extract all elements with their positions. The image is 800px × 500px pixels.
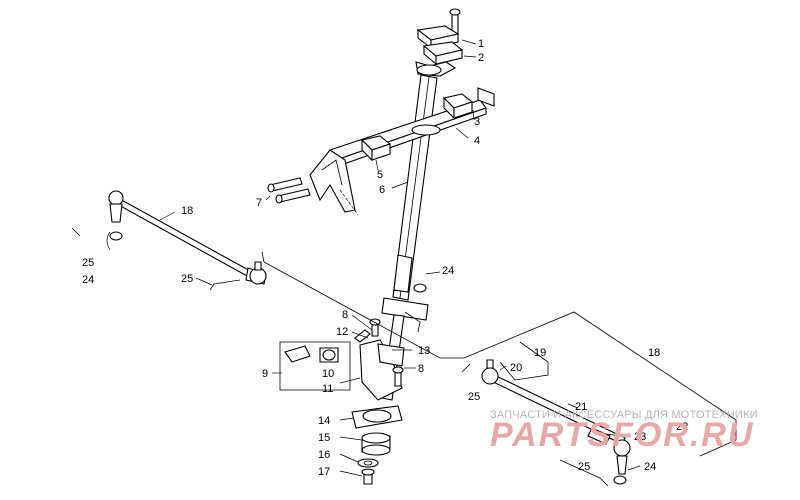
callout-22: 22: [676, 421, 688, 433]
callout-25-right-upper: 25: [468, 391, 480, 403]
callout-24-right: 24: [644, 461, 656, 473]
callout-18-right: 18: [648, 347, 660, 359]
right-tie-rod: [481, 359, 631, 485]
detail-frames: [261, 251, 737, 457]
callout-8-lower: 8: [418, 363, 424, 375]
bolts-part-7: [267, 177, 311, 204]
callout-11: 11: [322, 383, 333, 395]
upper-frame-bracket: [309, 87, 495, 216]
left-tie-rod: [108, 190, 267, 285]
callout-13: 13: [418, 345, 430, 357]
sensor-bracket: [279, 341, 351, 391]
callout-24-middle: 24: [442, 265, 454, 277]
lower-bearing-stack: [351, 405, 403, 485]
callout-2: 2: [478, 52, 484, 64]
cotter-pins-and-nuts: [71, 227, 609, 487]
callout-15: 15: [318, 432, 330, 444]
callout-21: 21: [575, 401, 587, 413]
callout-7: 7: [256, 197, 262, 209]
watermark-logo: PARTSFOR.RU: [490, 416, 754, 454]
callout-20: 20: [510, 362, 522, 374]
callout-labels: 1 2 3 4 5 6 7 8 8 9 10 11 12 13 14 15 16…: [82, 38, 688, 478]
callout-8-upper: 8: [342, 309, 348, 321]
callout-24-left: 24: [82, 274, 94, 286]
callout-25-right-lower: 25: [578, 461, 590, 473]
callout-17: 17: [318, 466, 330, 478]
callout-18-left: 18: [181, 205, 193, 217]
callout-14: 14: [318, 415, 330, 427]
callout-4: 4: [474, 135, 480, 147]
callout-3: 3: [474, 116, 480, 128]
handlebar-clamp: [415, 8, 464, 77]
watermark: ЗАПЧАСТИ И АКСЕССУАРЫ ДЛЯ МОТОТЕХНИКИ PA…: [490, 409, 758, 454]
callout-9: 9: [262, 368, 268, 380]
callout-25-left: 25: [82, 257, 94, 269]
callout-1: 1: [478, 38, 484, 50]
callout-23: 23: [634, 431, 646, 443]
callout-16: 16: [318, 449, 330, 461]
callout-25-middle: 25: [181, 273, 193, 285]
callout-6: 6: [379, 184, 385, 196]
callout-12: 12: [336, 326, 348, 338]
callout-19: 19: [534, 347, 546, 359]
watermark-caption: ЗАПЧАСТИ И АКСЕССУАРЫ ДЛЯ МОТОТЕХНИКИ: [490, 409, 758, 421]
callout-5: 5: [377, 169, 383, 181]
callout-10: 10: [322, 368, 334, 380]
leader-lines: [106, 39, 641, 479]
